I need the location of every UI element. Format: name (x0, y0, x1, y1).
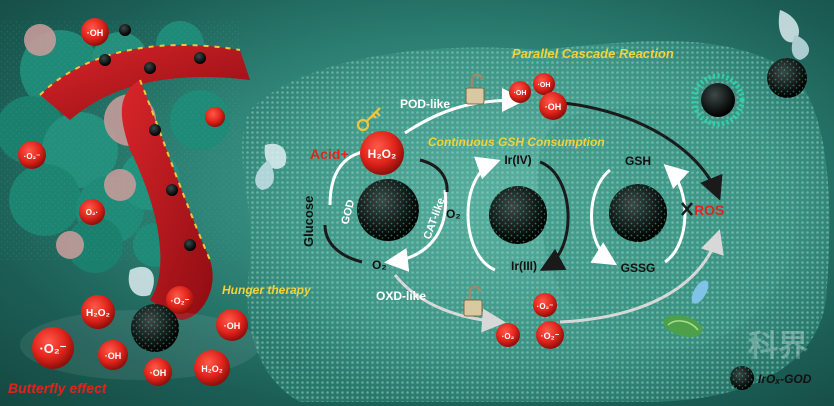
parallel-cascade-title: Parallel Cascade Reaction (512, 46, 674, 61)
radical-h2o2-bl-right: H₂O₂ (201, 364, 223, 374)
h2o2-center-label: H₂O₂ (368, 147, 397, 161)
iridium-cycle: Ir(IV) Ir(III) (466, 153, 570, 273)
oxd-like-label: OXD-like (376, 289, 426, 303)
radical-o2-bot-3: ·O₂⁻ (541, 331, 560, 341)
radical-o2-vessel: ·O₂⁻ (24, 152, 41, 161)
ir-iii-label: Ir(III) (511, 259, 537, 273)
radical-h2o2-bl: H₂O₂ (86, 308, 110, 319)
ros-label: ROS (694, 202, 724, 218)
butterfly-effect-label: Butterfly effect (8, 380, 108, 396)
radical-oh-top-1: ·OH (514, 90, 527, 97)
radical-o2-bot-1: ·O₂⁻ (537, 302, 554, 311)
radical-o2-bl-center: ·O₂⁻ (171, 296, 190, 306)
acid-plus-label: Acid+ (310, 146, 349, 162)
radical-oh-bl-right: ·OH (224, 321, 241, 331)
vessel-radicals: ·OH ·O₂⁻ O₂· (18, 18, 225, 225)
unlocked-padlock-icon (465, 73, 485, 105)
ir-iv-label: Ir(IV) (504, 153, 531, 167)
gsh-label: GSH (625, 154, 651, 168)
o2-bottom-label: O₂ (372, 258, 387, 272)
key-icon (356, 107, 381, 132)
radical-oh-top-3: ·OH (545, 102, 562, 112)
unlocked-padlock-icon-2 (463, 285, 483, 317)
o2-mid-label: O₂ (446, 207, 461, 221)
cross-icon (681, 202, 693, 216)
radical-oh-bl-low: ·OH (150, 368, 167, 378)
radical-oh-vessel: ·OH (87, 28, 104, 38)
radical-oh-bl-bottom: ·OH (105, 351, 122, 361)
gsh-cycle: GSH GSSG (590, 154, 690, 275)
legend: IrOₓ-GOD (730, 366, 812, 390)
butterfly-effect-cluster: H₂O₂ ·O₂⁻ ·O₂⁻ ·OH ·OH ·OH H₂O₂ Butterfl… (8, 286, 260, 396)
ros-node: ROS (681, 202, 724, 218)
oxd-like-path: OXD-like ·O₂⁻ ·O₂ ·O₂⁻ (376, 229, 724, 349)
organelles (663, 280, 709, 337)
tumor-cluster (0, 20, 240, 273)
watermark-text: 科界 (748, 330, 808, 363)
blood-vessel (39, 24, 250, 320)
continuous-gsh-title: Continuous GSH Consumption (428, 135, 605, 149)
hunger-therapy-title: Hunger therapy (222, 283, 312, 297)
radical-o2-bl-left: ·O₂⁻ (39, 341, 66, 356)
gssg-label: GSSG (621, 261, 656, 275)
acid-h2o2-node: Acid+ H₂O₂ (310, 107, 404, 175)
radical-o-vessel-low: O₂· (86, 208, 98, 217)
radical-o2-bot-2: ·O₂ (502, 332, 515, 341)
radical-oh-top-2: ·OH (538, 82, 551, 89)
butterfly-decoration (128, 10, 810, 297)
vesicle-nanoparticle (691, 58, 807, 127)
pod-like-path: POD-like ·OH ·OH ·OH (400, 73, 723, 201)
god-cycle: GOD CAT-like Glucose O₂ O₂ (301, 137, 461, 272)
glucose-label: Glucose (301, 196, 316, 247)
legend-label: IrOₓ-GOD (758, 372, 812, 386)
pod-like-label: POD-like (400, 97, 450, 111)
